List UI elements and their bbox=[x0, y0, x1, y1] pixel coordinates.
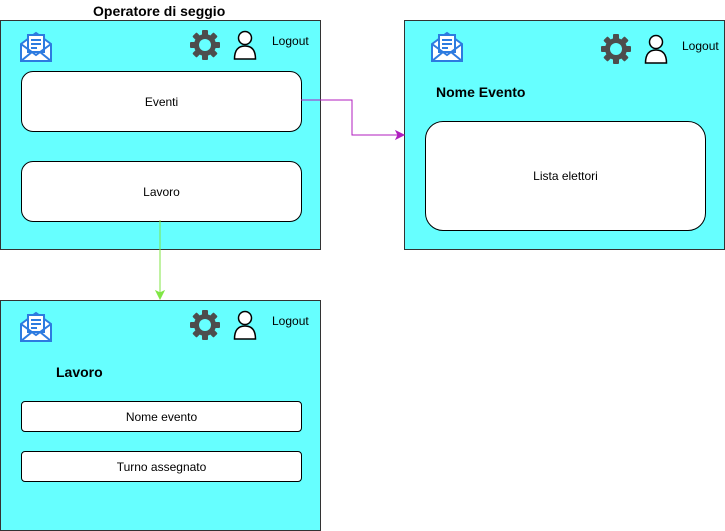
assigned-shift-field[interactable]: Turno assegnato bbox=[21, 451, 302, 482]
mail-app-logo-icon bbox=[431, 31, 463, 62]
user-icon[interactable] bbox=[644, 34, 668, 64]
diagram-title: Operatore di seggio bbox=[93, 3, 226, 19]
eventi-arrowhead bbox=[394, 129, 406, 141]
work-title: Lavoro bbox=[56, 364, 103, 380]
voter-list-panel[interactable]: Lista elettori bbox=[425, 121, 706, 231]
logout-link[interactable]: Logout bbox=[272, 314, 309, 328]
screen-work-detail: Logout Lavoro Nome evento Turno assegnat… bbox=[0, 300, 321, 531]
event-name-field[interactable]: Nome evento bbox=[21, 401, 302, 432]
screen-event-detail: Logout Nome Evento Lista elettori bbox=[404, 20, 725, 250]
logout-link[interactable]: Logout bbox=[272, 34, 309, 48]
lavoro-arrowhead bbox=[154, 289, 166, 301]
gear-icon[interactable] bbox=[189, 309, 221, 341]
eventi-button[interactable]: Eventi bbox=[21, 71, 302, 132]
mail-app-logo-icon bbox=[20, 311, 52, 342]
event-title: Nome Evento bbox=[436, 84, 526, 100]
gear-icon[interactable] bbox=[600, 33, 632, 65]
user-icon[interactable] bbox=[233, 310, 257, 340]
screen-operator-home: Logout Eventi Lavoro bbox=[0, 20, 321, 250]
lavoro-button[interactable]: Lavoro bbox=[21, 161, 302, 222]
mail-app-logo-icon bbox=[20, 31, 52, 62]
gear-icon[interactable] bbox=[189, 29, 221, 61]
logout-link[interactable]: Logout bbox=[682, 39, 719, 53]
user-icon[interactable] bbox=[233, 30, 257, 60]
